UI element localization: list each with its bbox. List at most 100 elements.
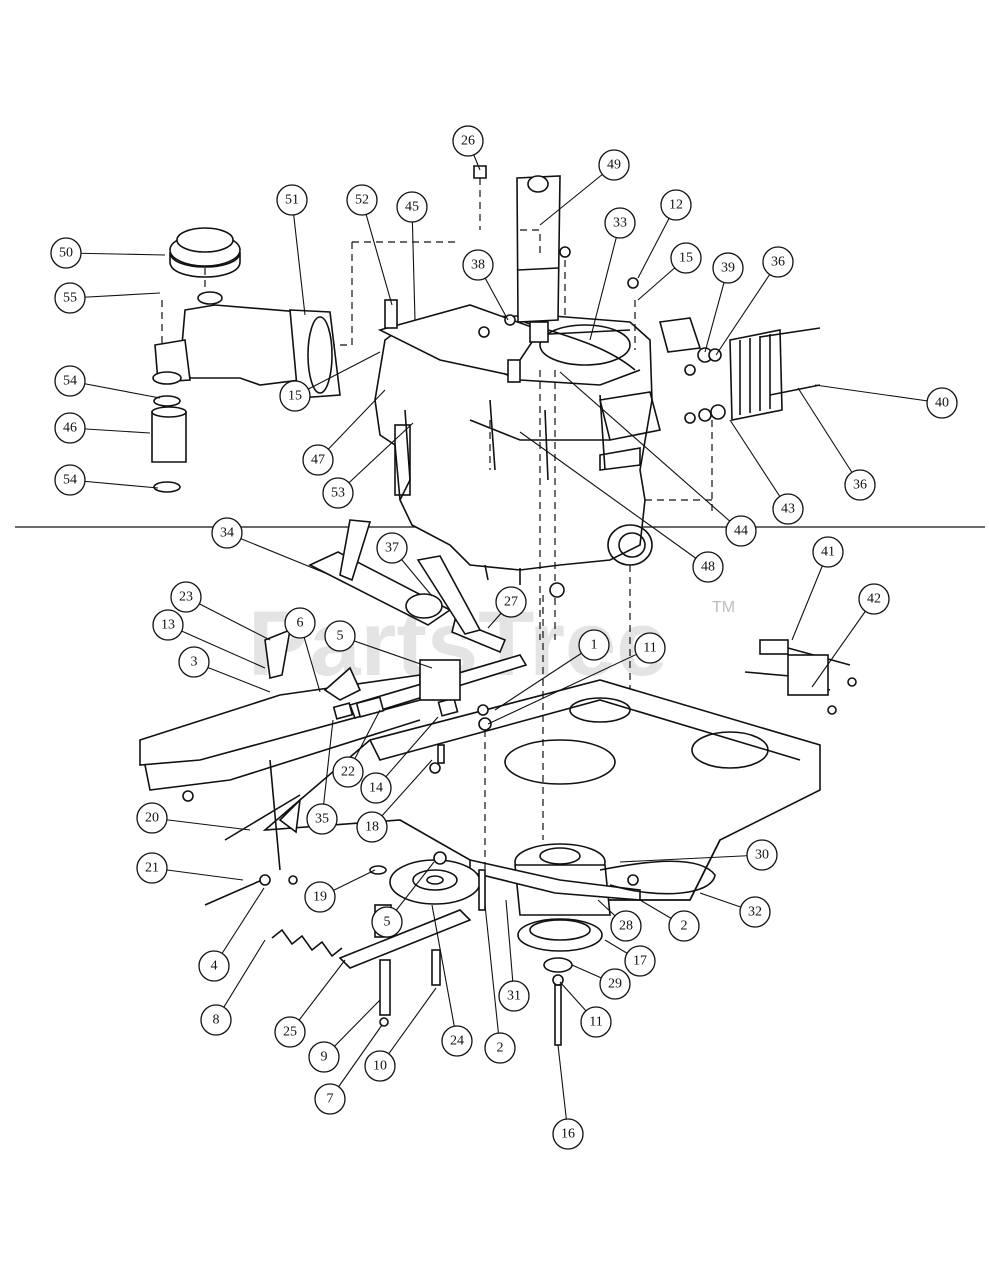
callout-circle	[670, 242, 702, 274]
leader-line-15	[294, 351, 381, 397]
callout-label: 55	[63, 291, 77, 306]
callout-label: 42	[867, 592, 881, 607]
callout-13: 13	[152, 609, 184, 641]
callout-circle	[598, 149, 630, 181]
callout-circle	[178, 646, 210, 678]
callout-28: 28	[610, 910, 642, 942]
callout-label: 19	[313, 890, 327, 905]
leader-line-13	[167, 624, 266, 669]
callout-label: 51	[285, 193, 299, 208]
leader-line-14	[375, 716, 439, 789]
callout-5: 5	[324, 620, 356, 652]
callout-circle	[844, 469, 876, 501]
leader-line-49	[539, 164, 615, 226]
callout-33: 33	[604, 207, 636, 239]
leader-line-24	[431, 904, 458, 1042]
leader-line-42	[811, 598, 875, 688]
callout-37: 37	[376, 532, 408, 564]
callout-circle	[452, 125, 484, 157]
callout-2: 2	[668, 910, 700, 942]
callout-42: 42	[858, 583, 890, 615]
callout-label: 9	[321, 1050, 328, 1065]
callout-label: 15	[288, 389, 302, 404]
callout-label: 12	[669, 198, 683, 213]
air-cleaner	[169, 227, 241, 305]
callout-38: 38	[462, 249, 494, 281]
callout-54: 54	[54, 365, 86, 397]
leader-line-23	[185, 596, 271, 641]
callout-label: 7	[327, 1092, 334, 1107]
callout-circle	[356, 811, 388, 843]
callout-label: 21	[145, 861, 159, 876]
leader-line-11	[487, 647, 651, 725]
callout-circle	[279, 380, 311, 412]
callout-label: 49	[607, 158, 621, 173]
callout-circle	[306, 803, 338, 835]
callout-2: 2	[484, 1032, 516, 1064]
leader-line-10	[379, 987, 437, 1067]
callout-48: 48	[692, 551, 724, 583]
engine-assembly	[374, 314, 661, 585]
callout-53: 53	[322, 477, 354, 509]
callout-label: 8	[213, 1013, 220, 1028]
callout-label: 48	[701, 560, 715, 575]
callout-55: 55	[54, 282, 86, 314]
callout-label: 39	[721, 261, 735, 276]
regulator-rectifier	[658, 317, 821, 424]
callout-36: 36	[762, 246, 794, 278]
callout-10: 10	[364, 1050, 396, 1082]
callout-circle	[324, 620, 356, 652]
callout-label: 18	[365, 820, 379, 835]
callout-circle	[284, 607, 316, 639]
callout-35: 35	[306, 803, 338, 835]
callout-43: 43	[772, 493, 804, 525]
callout-circle	[364, 1050, 396, 1082]
leader-line-45	[411, 206, 416, 321]
callout-circle	[495, 586, 527, 618]
leader-line-20	[151, 817, 251, 831]
leader-line-48	[519, 431, 709, 568]
callout-25: 25	[274, 1016, 306, 1048]
callout-5: 5	[371, 906, 403, 938]
callout-circle	[712, 252, 744, 284]
callout-circle	[200, 1004, 232, 1036]
callout-15: 15	[279, 380, 311, 412]
callout-49: 49	[598, 149, 630, 181]
callout-30: 30	[746, 839, 778, 871]
callout-label: 24	[450, 1034, 464, 1049]
callout-label: 43	[781, 502, 795, 517]
callout-label: 36	[853, 478, 867, 493]
callout-label: 45	[405, 200, 419, 215]
callout-31: 31	[498, 980, 530, 1012]
callout-circle	[746, 839, 778, 871]
callout-circle	[772, 493, 804, 525]
callout-22: 22	[332, 756, 364, 788]
callout-4: 4	[198, 950, 230, 982]
callout-8: 8	[200, 1004, 232, 1036]
callout-label: 38	[471, 258, 485, 273]
callout-label: 26	[461, 134, 475, 149]
callout-circle	[739, 896, 771, 928]
callout-23: 23	[170, 581, 202, 613]
callout-label: 15	[679, 251, 693, 266]
callout-circle	[50, 237, 82, 269]
leader-line-53	[337, 422, 414, 494]
callout-40: 40	[926, 387, 958, 419]
leader-line-40	[814, 384, 943, 404]
callout-circle	[624, 945, 656, 977]
leader-line-35	[321, 719, 334, 820]
callout-circle	[762, 246, 794, 278]
callout-circle	[276, 184, 308, 216]
callout-label: 32	[748, 905, 762, 920]
callout-label: 11	[643, 641, 656, 656]
leader-line-47	[317, 389, 386, 461]
callout-circle	[304, 881, 336, 913]
callout-circle	[170, 581, 202, 613]
leader-line-1	[494, 644, 595, 711]
callout-label: 37	[385, 541, 399, 556]
leader-line-34	[226, 532, 331, 576]
callout-circle	[302, 444, 334, 476]
callout-46: 46	[54, 412, 86, 444]
leader-line-41	[791, 551, 829, 641]
